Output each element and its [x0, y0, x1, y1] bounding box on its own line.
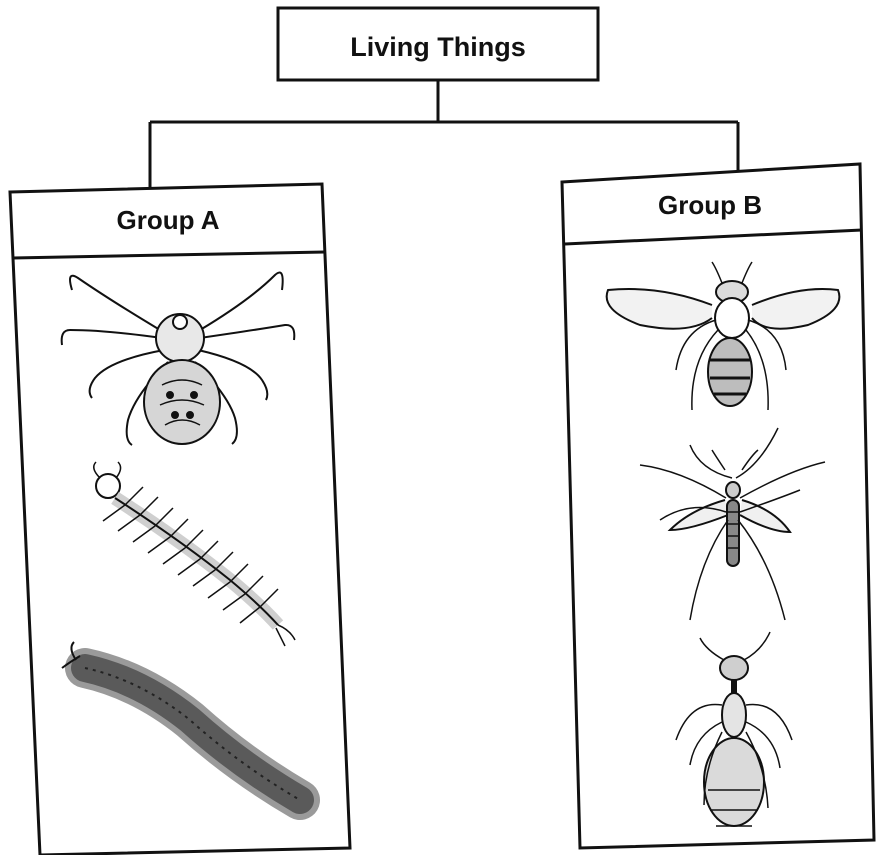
group-b-title: Group B: [658, 190, 762, 220]
root-node: Living Things: [278, 8, 598, 80]
tree-connectors: [150, 80, 738, 190]
group-a-title: Group A: [116, 205, 219, 235]
group-a-node: Group A: [10, 184, 350, 855]
root-title: Living Things: [350, 32, 526, 62]
